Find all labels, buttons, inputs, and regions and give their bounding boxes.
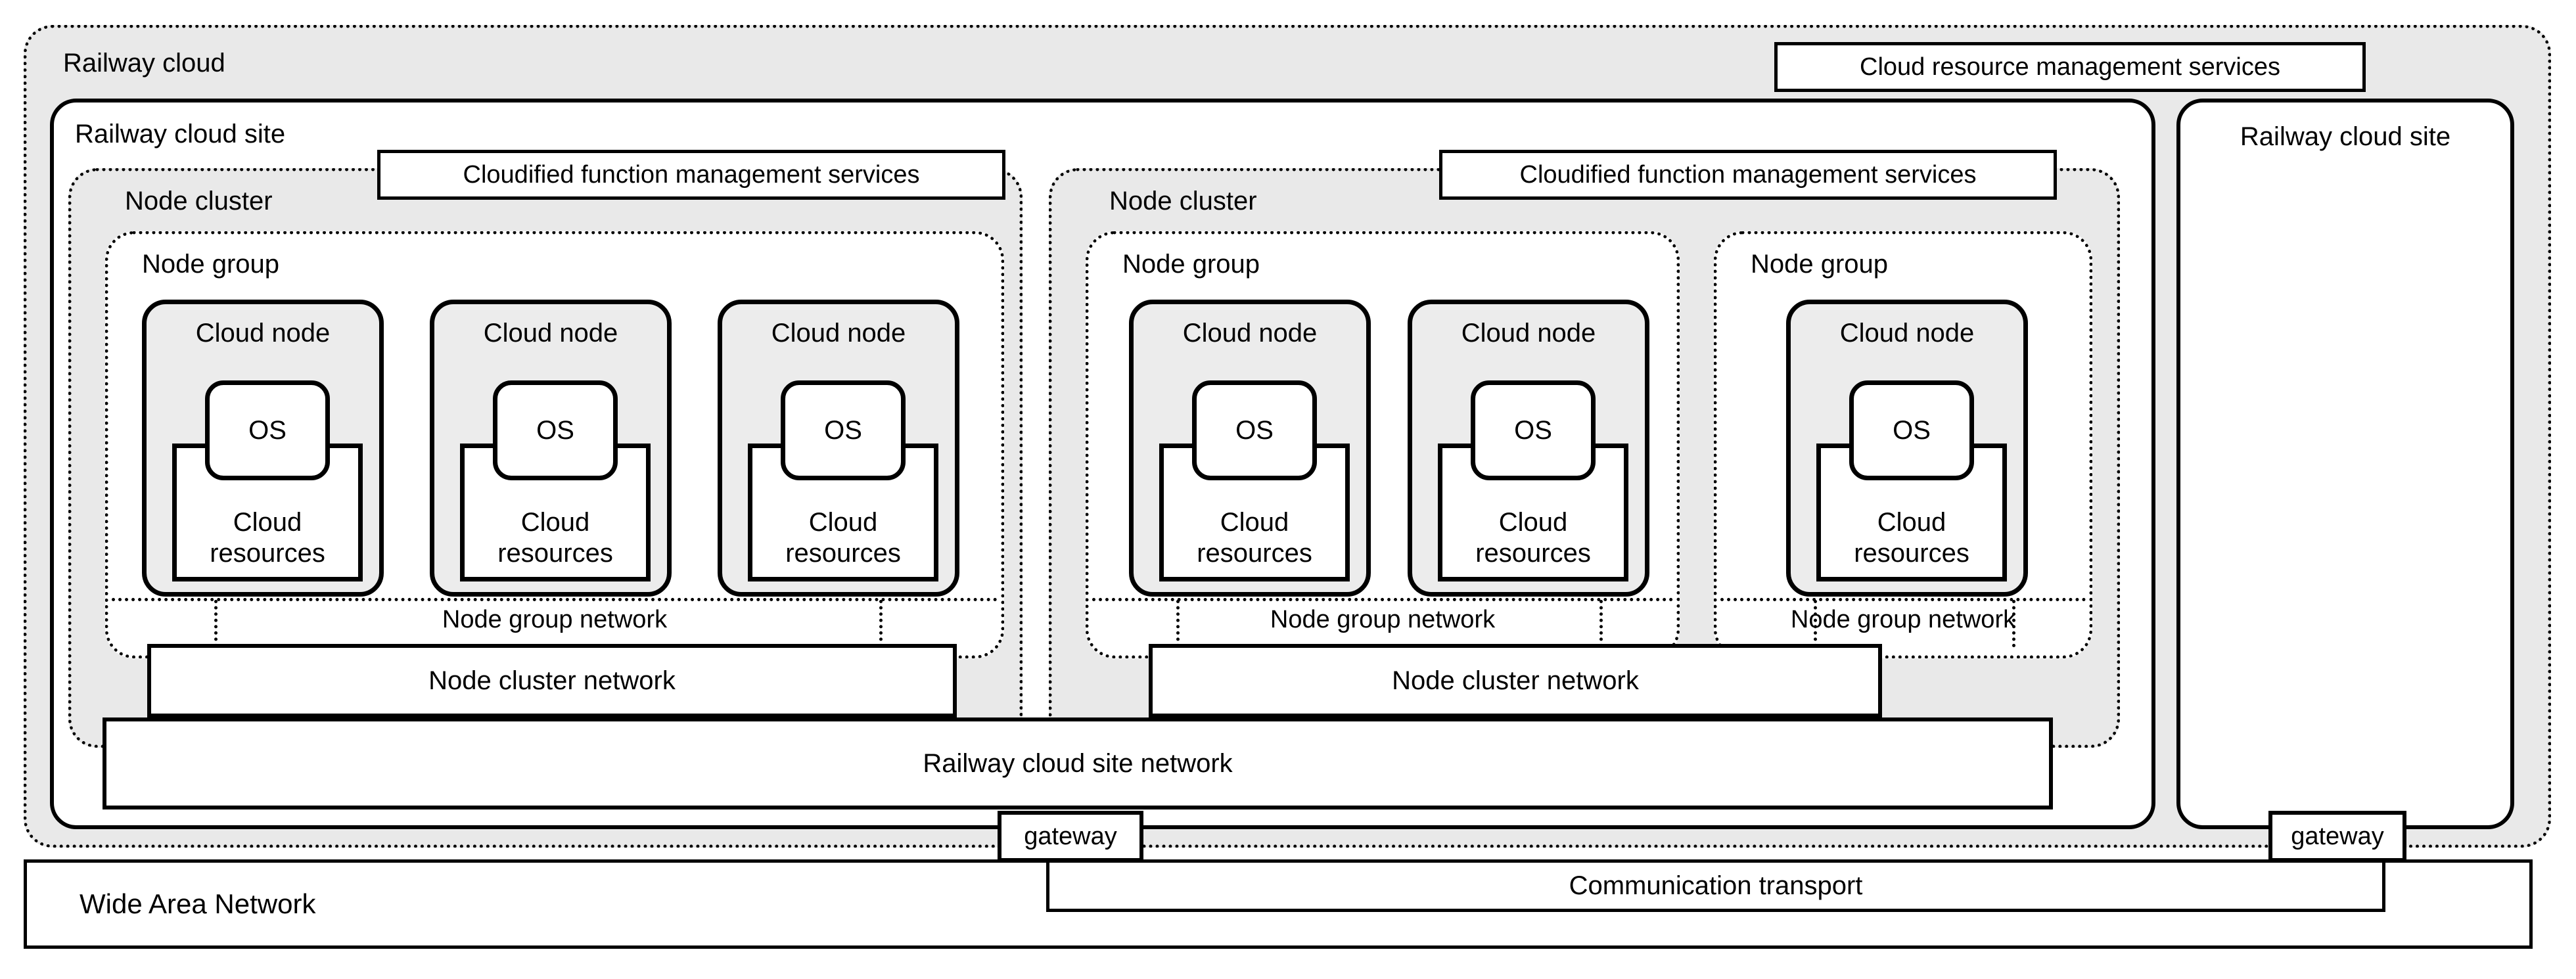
- node-cluster-network-label-2: Node cluster network: [1392, 666, 1639, 695]
- os-box: OS: [205, 380, 330, 480]
- node-group-network-label: Node group network: [1270, 606, 1496, 633]
- network-stub: [1599, 600, 1603, 647]
- node-cluster-1-label: Node cluster: [125, 187, 273, 216]
- cloud-node-label: Cloud node: [1461, 319, 1596, 348]
- node-group-1-label: Node group: [142, 250, 280, 279]
- gateway-label-right: gateway: [2291, 822, 2384, 850]
- cloud-resources-label: Cloud resources: [1854, 507, 1969, 568]
- gateway-box-left: gateway: [998, 811, 1143, 862]
- cloud-node-label: Cloud node: [483, 319, 618, 348]
- gateway-box-right: gateway: [2268, 811, 2406, 862]
- os-box: OS: [1192, 380, 1317, 480]
- network-stub: [1814, 600, 1817, 647]
- communication-transport-label: Communication transport: [1569, 871, 1863, 900]
- cloud-node-label: Cloud node: [1182, 319, 1318, 348]
- gateway-label-left: gateway: [1024, 822, 1117, 850]
- os-label: OS: [824, 415, 862, 445]
- node-group-network-bus-1: [112, 598, 998, 601]
- cloudified-function-management-services-box-1: Cloudified function management services: [377, 150, 1005, 200]
- railway-cloud-site-right: [2176, 99, 2514, 829]
- node-cluster-2-label: Node cluster: [1109, 187, 1257, 216]
- railway-cloud-site-network-box: Railway cloud site network: [103, 717, 2053, 809]
- os-label: OS: [1893, 415, 1931, 445]
- os-box: OS: [1471, 380, 1596, 480]
- node-cluster-network-label-1: Node cluster network: [428, 666, 676, 695]
- cloudified-function-management-services-label-1: Cloudified function management services: [463, 160, 920, 189]
- cloudified-function-management-services-box-2: Cloudified function management services: [1439, 150, 2057, 200]
- os-box: OS: [493, 380, 618, 480]
- os-box: OS: [781, 380, 906, 480]
- railway-cloud-site-network-label: Railway cloud site network: [923, 748, 1233, 778]
- os-box: OS: [1849, 380, 1974, 480]
- network-stub: [1176, 600, 1180, 647]
- cloud-node-label: Cloud node: [195, 319, 331, 348]
- os-label: OS: [1514, 415, 1552, 445]
- cloudified-function-management-services-label-2: Cloudified function management services: [1519, 160, 1977, 189]
- node-group-network-bus-3: [1720, 598, 2086, 601]
- os-label: OS: [536, 415, 574, 445]
- cloud-node: Cloud node Cloud resources OS: [430, 300, 672, 597]
- cloud-resources-box: Cloud resources: [172, 444, 363, 581]
- cloud-resource-management-services-box: Cloud resource management services: [1774, 42, 2366, 92]
- cloud-node-label: Cloud node: [1839, 319, 1975, 348]
- cloud-resource-management-services-label: Cloud resource management services: [1860, 53, 2280, 81]
- cloud-resources-label: Cloud resources: [785, 507, 901, 568]
- cloud-node-label: Cloud node: [771, 319, 906, 348]
- cloud-node: Cloud node Cloud resources OS: [1408, 300, 1649, 597]
- node-group-network-label: Node group network: [1790, 606, 2016, 633]
- node-group-network-label: Node group network: [442, 606, 668, 633]
- node-group-2-label: Node group: [1122, 250, 1260, 279]
- os-label: OS: [1235, 415, 1274, 445]
- node-cluster-network-box-2: Node cluster network: [1149, 644, 1882, 717]
- cloud-resources-label: Cloud resources: [210, 507, 325, 568]
- cloud-node: Cloud node Cloud resources OS: [1129, 300, 1371, 597]
- communication-transport-box: Communication transport: [1046, 859, 2385, 912]
- network-stub: [2012, 600, 2015, 647]
- network-stub: [214, 600, 218, 647]
- node-group-3-label: Node group: [1751, 250, 1889, 279]
- cloud-node: Cloud node Cloud resources OS: [1786, 300, 2028, 597]
- cloud-node: Cloud node Cloud resources OS: [718, 300, 959, 597]
- cloud-node: Cloud node Cloud resources OS: [142, 300, 384, 597]
- node-cluster-network-box-1: Node cluster network: [147, 644, 957, 717]
- cloud-resources-label: Cloud resources: [1197, 507, 1312, 568]
- railway-cloud-label: Railway cloud: [63, 49, 225, 78]
- node-group-network-bus-2: [1092, 598, 1673, 601]
- os-label: OS: [248, 415, 287, 445]
- network-stub: [879, 600, 883, 647]
- railway-cloud-site-right-label: Railway cloud site: [2240, 122, 2451, 151]
- wide-area-network-label: Wide Area Network: [80, 888, 316, 919]
- cloud-resources-label: Cloud resources: [1475, 507, 1591, 568]
- cloud-resources-label: Cloud resources: [497, 507, 613, 568]
- railway-cloud-site-left-label: Railway cloud site: [75, 120, 286, 148]
